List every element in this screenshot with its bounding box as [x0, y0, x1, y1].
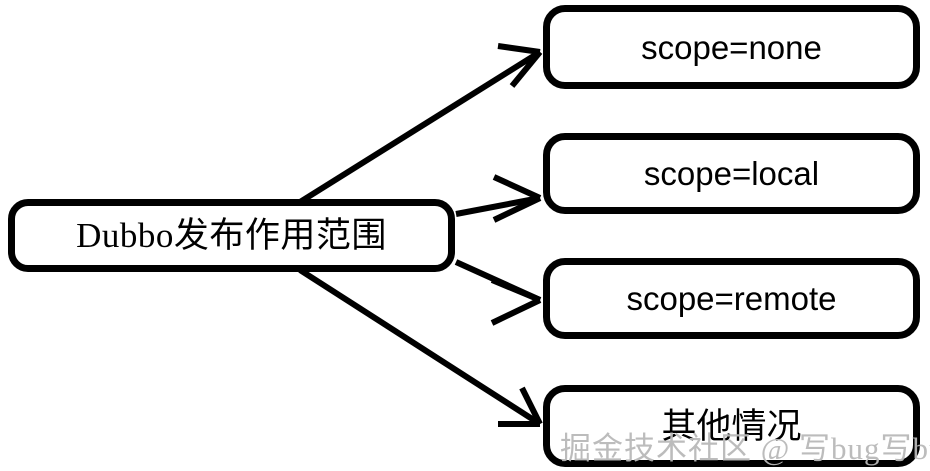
node-root-label: Dubbo发布作用范围: [76, 216, 387, 255]
node-other-label: 其他情况: [661, 406, 802, 446]
node-scope-remote[interactable]: scope=remote: [543, 258, 920, 339]
node-other[interactable]: 其他情况: [543, 385, 920, 467]
edge-root-to-scope-local: [455, 174, 542, 223]
edge-root-to-other: [298, 267, 543, 427]
node-scope-local[interactable]: scope=local: [543, 133, 920, 214]
node-scope-local-label: scope=local: [643, 155, 820, 192]
node-scope-remote-label: scope=remote: [626, 280, 837, 317]
node-scope-none-label: scope=none: [641, 28, 822, 66]
edge-root-to-scope-remote: [454, 259, 542, 326]
edge-root-to-scope-none: [298, 43, 543, 205]
node-root[interactable]: Dubbo发布作用范围: [8, 199, 455, 272]
node-scope-none[interactable]: scope=none: [543, 5, 920, 89]
